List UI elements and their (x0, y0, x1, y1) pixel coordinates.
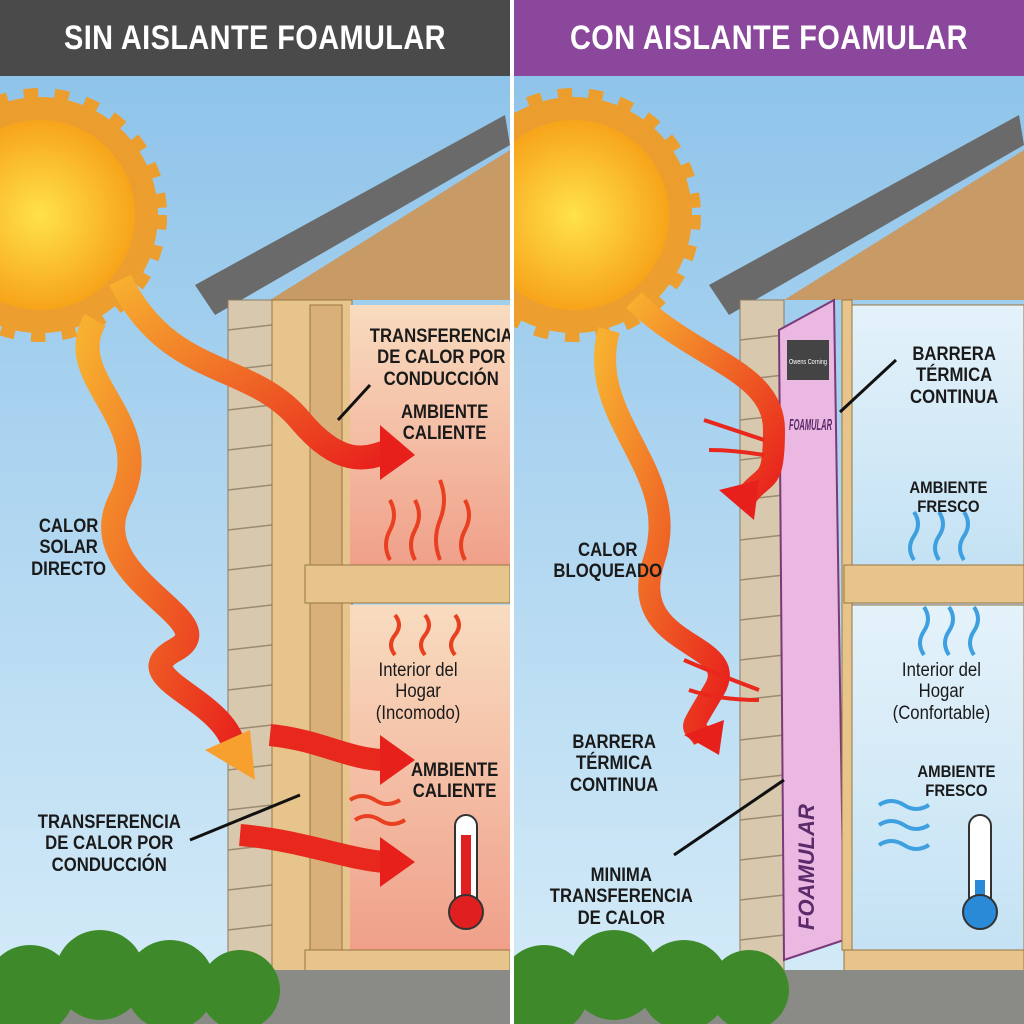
label-ambient-cool-bottom: AMBIENTE FRESCO (917, 762, 996, 801)
upper-room (851, 304, 1024, 566)
label-direct-solar-heat: CALOR SOLAR DIRECTO (31, 516, 107, 580)
board-brand-text: Owens Corning (789, 359, 827, 366)
floor-beam (304, 564, 510, 604)
brand-logo: Owens Corning (787, 340, 829, 380)
label-ambient-hot-top: AMBIENTE CALIENTE (400, 402, 489, 445)
label-ambient-cool-top: AMBIENTE FRESCO (909, 478, 988, 517)
upper-room (350, 305, 510, 565)
pointer-arrow (189, 793, 301, 842)
label-interior-uncomfortable: Interior del Hogar (Incomodo) (375, 660, 461, 724)
bushes (0, 930, 280, 1024)
pointer-arrow (673, 778, 785, 857)
board-label-top: FOAMULAR (789, 417, 832, 434)
sun-icon (514, 88, 701, 342)
house-illustration: Owens Corning FOAMULAR FOAMULAR (514, 76, 1024, 1024)
roof (709, 115, 1024, 315)
panel-with-insulation: CON AISLANTE FOAMULAR Owens Corning FOAM… (514, 0, 1024, 1024)
header-bar (0, 0, 510, 76)
gable-siding (270, 150, 510, 300)
solar-heat-arrow (75, 313, 248, 761)
pointer-arrow (838, 358, 898, 414)
label-ambient-hot-bottom: AMBIENTE CALIENTE (410, 760, 499, 803)
lower-room (851, 604, 1024, 951)
sun-icon (0, 88, 167, 342)
house-illustration (0, 76, 510, 1024)
panel-without-insulation: SIN AISLANTE FOAMULAR (0, 0, 510, 1024)
label-heat-blocked: CALOR BLOQUEADO (553, 540, 663, 583)
panel-title: SIN AISLANTE FOAMULAR (64, 18, 446, 57)
label-minimal-transfer: MINIMA TRANSFERENCIA DE CALOR (549, 865, 693, 929)
header-bar (514, 0, 1024, 76)
label-conduction-top: TRANSFERENCIA DE CALOR POR CONDUCCIÓN (369, 326, 510, 390)
pointer-arrow (336, 383, 372, 422)
roof (195, 115, 510, 315)
heat-waves (348, 479, 471, 826)
board-label-side: FOAMULAR (794, 804, 819, 930)
label-barrier-top: BARRERA TÉRMICA CONTINUA (910, 344, 999, 408)
label-interior-comfortable: Interior del Hogar (Confortable) (892, 660, 991, 724)
label-conduction-bottom: TRANSFERENCIA DE CALOR POR CONDUCCIÓN (37, 812, 181, 876)
heat-arrow (109, 274, 397, 470)
cool-waves (877, 510, 980, 851)
thermometer-cold-icon (962, 814, 998, 930)
deflected-heat-arrow (626, 292, 786, 507)
bushes (514, 930, 789, 1024)
thermometer-hot-icon (448, 814, 484, 930)
panel-title: CON AISLANTE FOAMULAR (570, 18, 968, 57)
label-barrier-bottom: BARRERA TÉRMICA CONTINUA (570, 732, 659, 796)
lower-room (350, 605, 510, 950)
blocked-heat-arrow (593, 327, 730, 746)
